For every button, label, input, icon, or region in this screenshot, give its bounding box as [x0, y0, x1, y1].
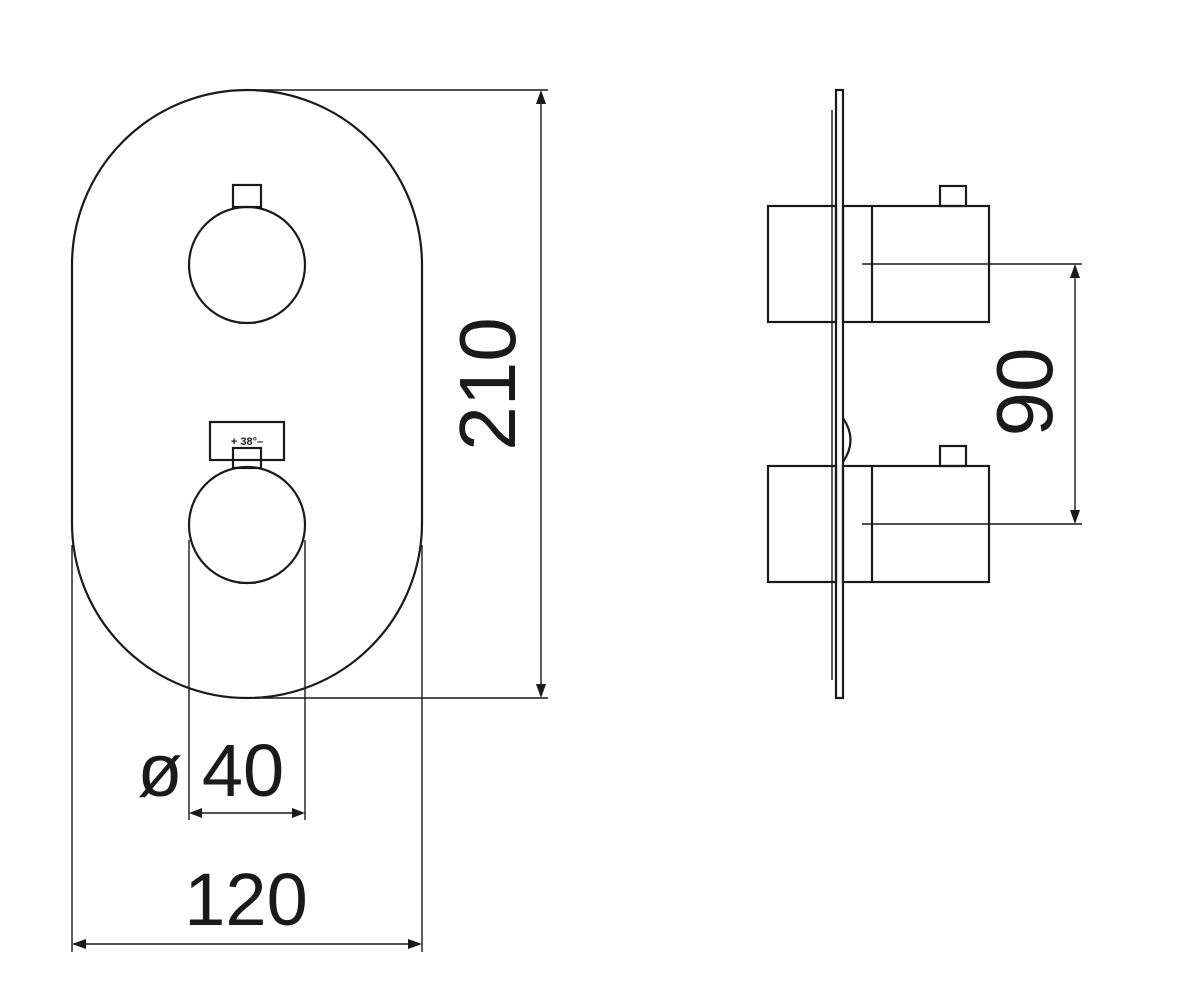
- side-lower-handle: [766, 444, 991, 584]
- upper-knob: [187, 183, 307, 325]
- side-upper-body-back: [766, 204, 838, 324]
- width-arrow-right: [408, 939, 422, 949]
- diameter-dimension-label: 40: [202, 729, 284, 812]
- lower-knob: [187, 446, 307, 585]
- spacing-dimension: 90: [862, 263, 1082, 525]
- upper-knob-indicator: [231, 183, 263, 209]
- temperature-scale: + 38°–: [208, 420, 286, 462]
- upper-knob-circle: [187, 205, 307, 325]
- diameter-arrow-left: [189, 808, 202, 818]
- width-dimension-label: 120: [184, 858, 307, 941]
- side-plate-bump: [842, 417, 852, 463]
- spacing-dimension-label: 90: [980, 348, 1069, 437]
- diameter-arrow-right: [292, 808, 305, 818]
- lower-knob-indicator: [231, 446, 263, 470]
- height-arrow-top: [536, 90, 546, 104]
- height-arrow-bottom: [536, 684, 546, 698]
- width-arrow-left: [72, 939, 86, 949]
- temperature-scale-text: + 38°–: [231, 436, 263, 448]
- side-wall-plate: [834, 88, 845, 700]
- side-upper-indicator: [938, 184, 968, 208]
- knob-diameter-dimension: ø 40: [137, 540, 306, 820]
- front-view: + 38°– 210 120: [70, 88, 548, 952]
- side-lower-body-back: [766, 464, 838, 584]
- diameter-symbol: ø: [137, 729, 182, 812]
- temperature-scale-frame: [208, 420, 286, 462]
- spacing-arrow-bottom: [1070, 510, 1080, 524]
- lower-knob-circle: [187, 465, 307, 585]
- width-dimension: 120: [71, 545, 423, 952]
- side-view: 90: [766, 88, 1082, 700]
- side-upper-handle: [766, 184, 991, 324]
- spacing-arrow-top: [1070, 264, 1080, 278]
- height-dimension-label: 210: [443, 317, 532, 450]
- height-dimension: 210: [247, 89, 548, 699]
- side-lower-indicator: [938, 444, 968, 468]
- cover-plate: [70, 88, 424, 700]
